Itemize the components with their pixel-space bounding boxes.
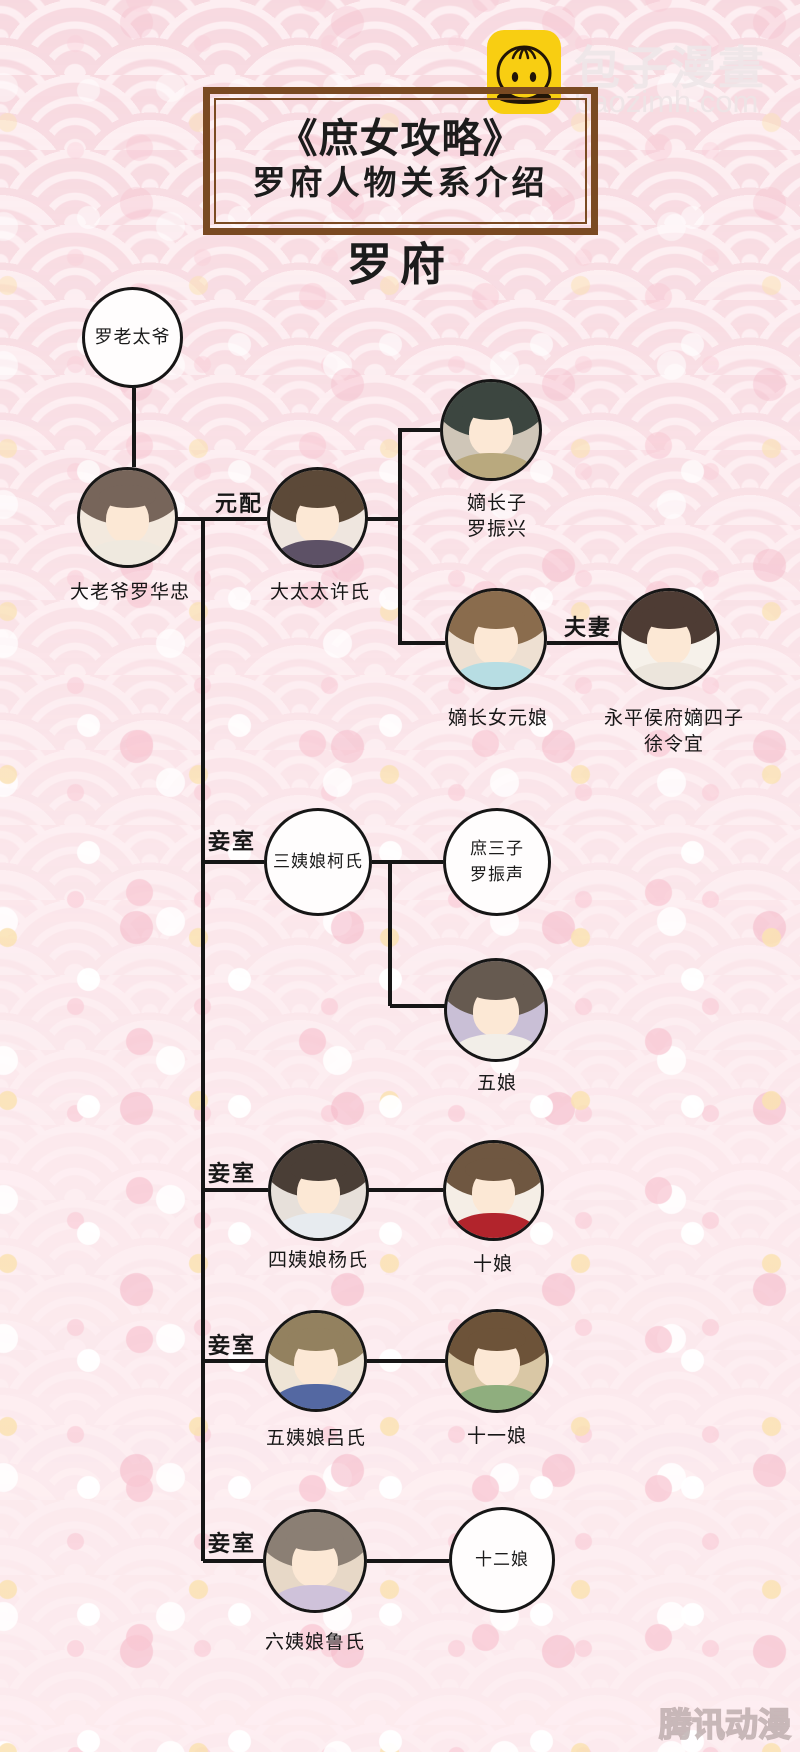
node-label: 十二娘 [475, 1549, 529, 1569]
node-san-yiniang-keshi: 三姨娘柯氏 [264, 808, 372, 916]
node-label: 三姨娘柯氏 [273, 851, 363, 871]
portrait-si-yiniang-yangshi [268, 1140, 369, 1241]
family-heading: 罗府 [346, 240, 453, 290]
label-wu-niang: 五娘 [476, 1073, 517, 1094]
subtitle: 罗府人物关系介绍 [252, 166, 549, 203]
relation-fuqi: 夫妻 [563, 615, 612, 640]
portrait-clothing [268, 1584, 362, 1610]
portrait-clothing [450, 1384, 544, 1410]
portrait-clothing [273, 1213, 364, 1238]
portrait-liu-yiniang-lushi [263, 1509, 367, 1613]
portrait-clothing [449, 1033, 543, 1059]
relation-yuanpei: 元配 [214, 491, 263, 516]
tencent-comics-watermark: 腾讯动漫 [658, 1705, 792, 1744]
node-shier-niang: 十二娘 [449, 1507, 555, 1613]
portrait-clothing [82, 540, 173, 565]
label-wu-yiniang: 五姨娘吕氏 [265, 1428, 366, 1449]
portrait-shiyi-niang [445, 1309, 549, 1413]
portrait-da-taitai-xushi [267, 467, 368, 568]
portrait-fringe [462, 397, 520, 421]
portrait-clothing [272, 540, 363, 565]
portrait-xu-lingyi [618, 588, 720, 690]
label-line1: 嫡长子 [466, 493, 527, 514]
portrait-fringe [640, 606, 698, 630]
label-da-taitai: 大太太许氏 [269, 582, 370, 603]
relation-qieshi-3: 妾室 [207, 1333, 256, 1358]
portrait-clothing [445, 453, 537, 478]
label-line2: 罗振兴 [466, 519, 527, 540]
label-da-laoye: 大老爷罗华忠 [69, 582, 190, 603]
portrait-shi-niang [443, 1140, 544, 1241]
portrait-clothing [623, 662, 715, 687]
portrait-fringe [285, 1527, 345, 1552]
site-domain: baozimh.com [574, 84, 759, 119]
portrait-fringe [466, 976, 526, 1001]
node-label-line1: 庶三子 [470, 838, 524, 858]
book-title: 《庶女攻略》 [277, 116, 524, 162]
portrait-fringe [467, 1327, 527, 1352]
relation-qieshi-4: 妾室 [207, 1531, 256, 1556]
portrait-fringe [290, 1158, 347, 1181]
portrait-fringe [467, 606, 525, 630]
label-shi-niang: 十娘 [472, 1254, 513, 1275]
portrait-clothing [448, 1213, 539, 1238]
node-luo-laotaiye: 罗老太爷 [82, 287, 183, 388]
portrait-di-zhangnv-yuanniang [445, 588, 547, 690]
label-line2: 徐令宜 [643, 734, 704, 755]
portrait-fringe [287, 1328, 345, 1352]
portrait-fringe [465, 1158, 522, 1181]
label-di-zhangzi: 嫡长子 罗振兴 [397, 491, 597, 543]
portrait-fringe [99, 485, 156, 508]
relation-qieshi-1: 妾室 [207, 829, 256, 854]
title-frame: 《庶女攻略》 罗府人物关系介绍 [203, 87, 598, 235]
label-si-yiniang: 四姨娘杨氏 [267, 1250, 368, 1271]
portrait-di-zhangzi-luo-zhenxing [440, 379, 542, 481]
label-line1: 永平侯府嫡四子 [603, 708, 744, 729]
node-shu-san-zi: 庶三子 罗振声 [443, 808, 551, 916]
portrait-wu-yiniang-lvshi [265, 1310, 367, 1412]
label-liu-yiniang: 六姨娘鲁氏 [264, 1632, 365, 1653]
portrait-clothing [270, 1384, 362, 1409]
portrait-wu-niang [444, 958, 548, 1062]
label-xu-lingyi: 永平侯府嫡四子 徐令宜 [550, 706, 798, 758]
portrait-clothing [450, 662, 542, 687]
portrait-da-laoye-luo-huazhong [77, 467, 178, 568]
relation-qieshi-2: 妾室 [207, 1161, 256, 1186]
portrait-fringe [289, 485, 346, 508]
label-di-zhangnv: 嫡长女元娘 [447, 708, 548, 729]
site-name: 包子漫畫 [574, 43, 766, 94]
node-label: 罗老太爷 [94, 326, 171, 347]
label-shiyi-niang: 十一娘 [466, 1426, 527, 1447]
node-label-line2: 罗振声 [470, 865, 524, 884]
